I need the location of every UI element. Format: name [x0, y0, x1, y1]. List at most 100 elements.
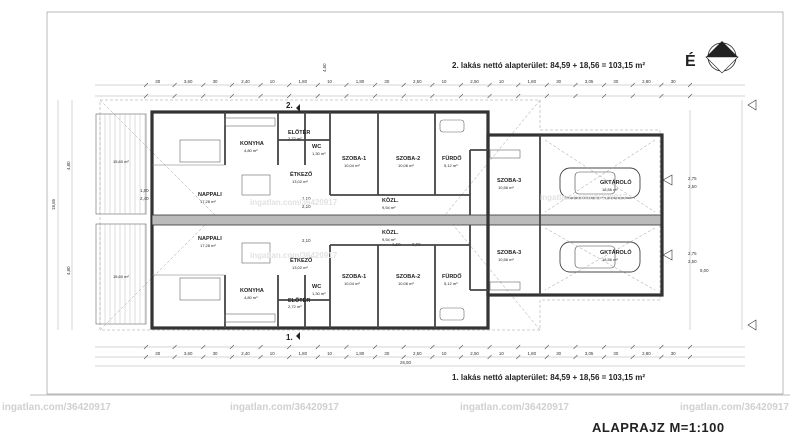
dimension-tick	[487, 82, 492, 88]
watermark: ingatlan.com/36420917	[250, 251, 338, 260]
dimension-tick	[372, 93, 378, 99]
dimension-tick	[659, 344, 664, 350]
dimension-value: 10	[270, 79, 275, 84]
room-name: ÉTKEZŐ	[290, 256, 313, 264]
dimension-tick	[515, 354, 521, 360]
dimension-value: 2,80	[642, 79, 651, 84]
room-area: 13,02 m²	[292, 179, 308, 184]
room-name: NAPPALI	[198, 192, 222, 198]
dimension-tick	[201, 354, 206, 360]
room-area: 4,80 m²	[244, 295, 258, 300]
dimension-tick	[344, 93, 349, 99]
dim-right-3: 2,75	[688, 251, 697, 256]
dimension-tick	[687, 82, 693, 88]
dimension-tick	[401, 82, 406, 88]
dimension-tick	[573, 93, 578, 99]
room-area: 1,30 m²	[312, 151, 326, 156]
dimension-tick	[172, 82, 177, 88]
room-name: FÜRDŐ	[442, 155, 462, 162]
dimension-value: 1,80	[356, 351, 365, 356]
dim-right-5: 5,00	[700, 268, 709, 273]
dimension-value: 2,40	[241, 351, 250, 356]
dimension-tick	[601, 82, 607, 88]
dimension-tick	[372, 344, 378, 350]
dimension-tick	[401, 93, 406, 99]
dimension-tick	[315, 344, 321, 350]
dimension-tick	[659, 354, 664, 360]
dimension-value: 2,50	[470, 79, 479, 84]
rooms-unit-2: ELŐTÉR 2,72 m² WC 1,30 m² KONYHA 4,80 m²…	[198, 128, 632, 210]
terrace-bottom	[95, 223, 147, 325]
dimension-tick	[372, 82, 378, 88]
dimension-value: 30	[613, 351, 618, 356]
watermark: ingatlan.com/36420917	[540, 193, 628, 202]
room-name: SZOBA-2	[396, 274, 420, 280]
room-area: 9,54 m²	[382, 205, 396, 210]
dimension-tick	[315, 93, 321, 99]
room-name: FÜRDŐ	[442, 273, 462, 280]
room-name: ÉTKEZŐ	[290, 170, 313, 178]
dimension-tick	[430, 93, 435, 99]
room-area: 10,04 m²	[344, 281, 360, 286]
dimension-value: 1,80	[528, 351, 537, 356]
room-area: 5,12 m²	[444, 163, 458, 168]
room-name: SZOBA-1	[342, 274, 366, 280]
dimension-tick	[143, 344, 149, 350]
room-area: 10,06 m²	[398, 163, 414, 168]
watermark: ingatlan.com/36420917	[2, 402, 111, 413]
dimension-tick	[630, 354, 635, 360]
room-area: 4,80 m²	[244, 148, 258, 153]
dimension-tick	[258, 82, 263, 88]
dimension-tick	[430, 82, 435, 88]
dim-right-1: 2,75	[688, 176, 697, 181]
room-name: KONYHA	[240, 141, 264, 147]
dimension-tick	[687, 93, 693, 99]
dimension-ticks	[143, 82, 693, 360]
dimension-value: 30	[671, 351, 676, 356]
room-name: ELŐTÉR	[288, 128, 310, 136]
dimension-tick	[515, 82, 521, 88]
garage-wall	[486, 133, 664, 297]
dimension-tick	[143, 93, 149, 99]
overall-length-dim: 26,50	[400, 360, 412, 365]
dimension-tick	[258, 93, 263, 99]
dimension-tick	[258, 344, 263, 350]
dimension-tick	[458, 93, 464, 99]
dimension-tick	[515, 344, 521, 350]
dimension-tick	[630, 82, 635, 88]
room-name: KÖZL.	[382, 229, 399, 236]
room-area: 18,56 m²	[602, 257, 618, 262]
interior-walls-top	[152, 112, 488, 215]
overall-width-dim: 18,65	[51, 198, 56, 210]
room-area: 13,02 m²	[292, 265, 308, 270]
dimension-tick	[372, 354, 378, 360]
dimension-value: 2,50	[413, 351, 422, 356]
room-area: 10,56 m²	[498, 257, 514, 262]
room-area: 9,54 m²	[382, 237, 396, 242]
dimension-tick	[487, 93, 492, 99]
dimension-tick	[458, 344, 464, 350]
car-icon	[559, 167, 641, 199]
dimension-tick	[573, 344, 578, 350]
roof-outline	[99, 99, 661, 331]
room-area: 17,28 m²	[200, 199, 216, 204]
dimension-tick	[286, 93, 292, 99]
room-area: 18,56 m²	[602, 187, 618, 192]
dimension-tick	[229, 354, 235, 360]
room-name: NAPPALI	[198, 236, 222, 242]
dimension-tick	[344, 82, 349, 88]
dimension-value: 2,80	[642, 351, 651, 356]
interior-walls-bottom	[152, 225, 488, 328]
room-name: GKTÁROLÓ	[600, 248, 632, 256]
rooms-unit-1: NAPPALI 17,28 m² KÖZL. 9,54 m² SZOBA-3 1…	[198, 229, 632, 309]
room-area: 2,72 m²	[288, 304, 302, 309]
dimension-tick	[458, 354, 464, 360]
dimension-tick	[659, 93, 664, 99]
room-name: SZOBA-3	[497, 178, 521, 184]
dimension-tick	[430, 354, 435, 360]
unit-2-area-header: 2. lakás nettó alapterület: 84,59 + 18,5…	[452, 61, 645, 70]
dimension-tick	[601, 93, 607, 99]
dimension-tick	[286, 82, 292, 88]
dim-left-2: 1,80	[140, 188, 149, 193]
